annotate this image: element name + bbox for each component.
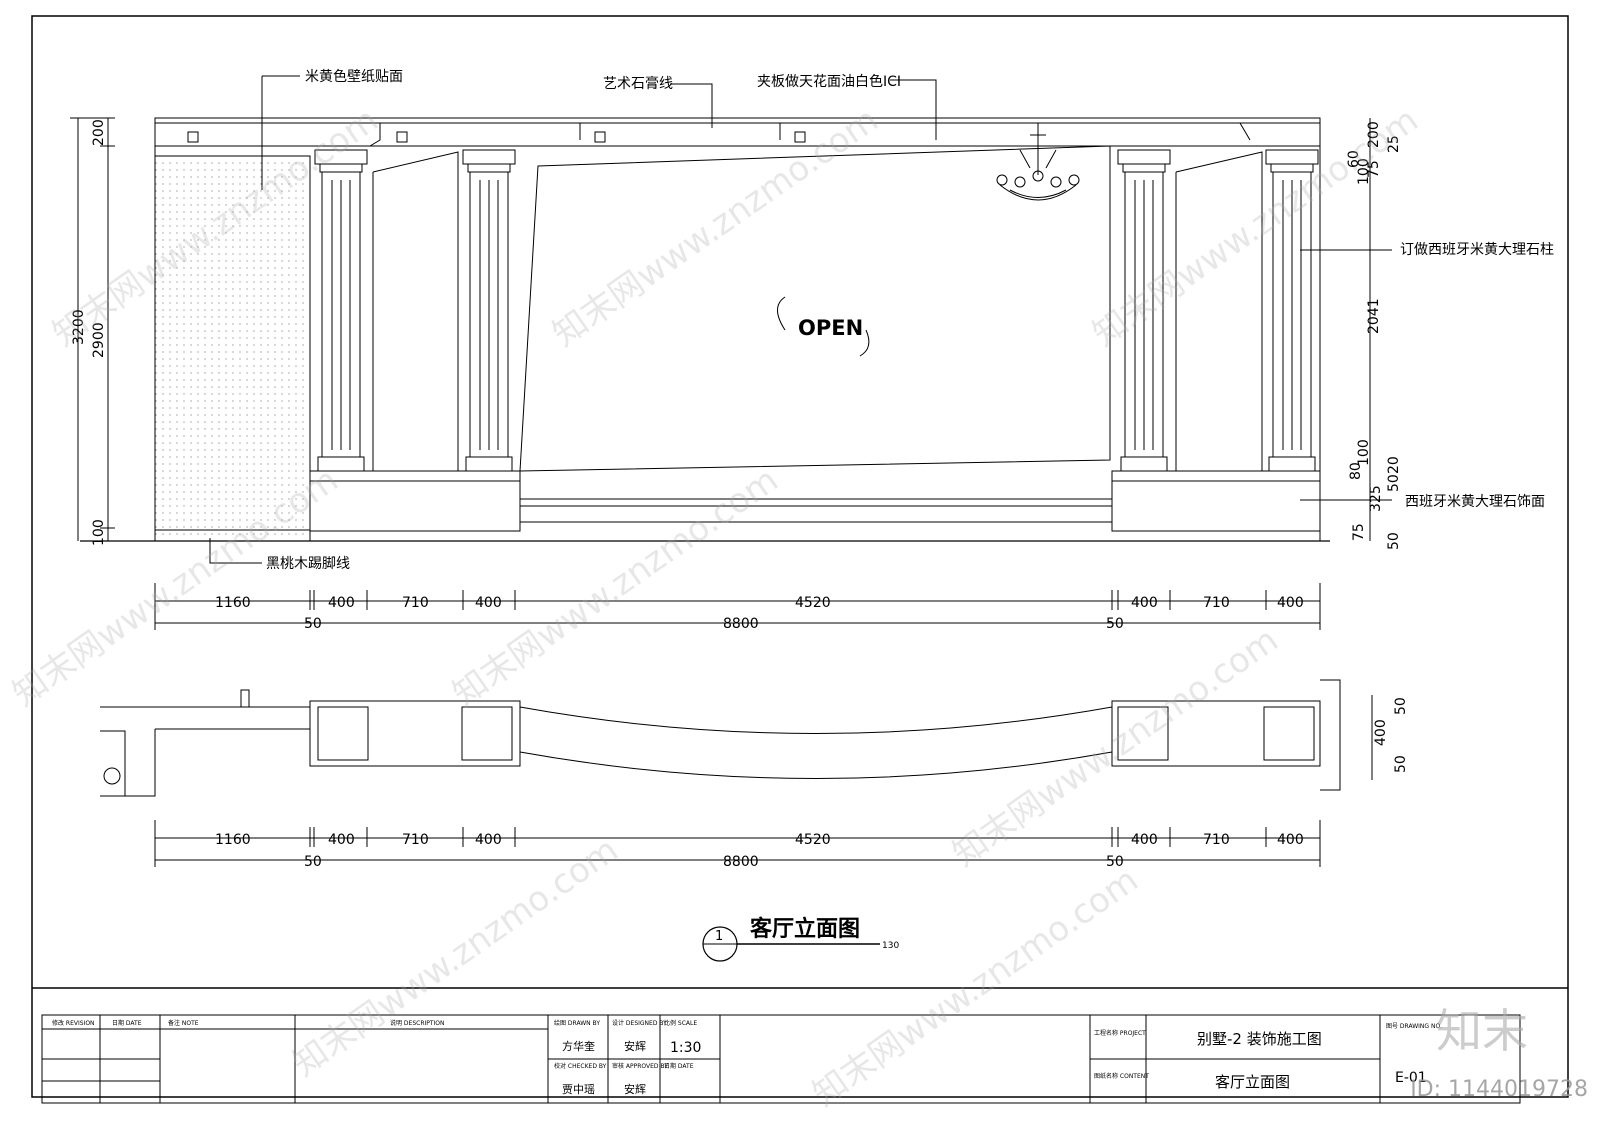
plaster-line-annotation: 艺术石膏线 [603, 75, 673, 92]
dim-seg-4520: 4520 [795, 595, 831, 611]
ceiling-annotation: 夹板做天花面油白色ICI [757, 73, 901, 90]
tb-scale-value: 1:30 [670, 1040, 701, 1056]
dim-r-75: 75 [1366, 160, 1382, 178]
dim-bottom: 100 [91, 519, 107, 546]
dim-r-200: 200 [1366, 121, 1382, 148]
dim-r-75b: 75 [1351, 523, 1367, 541]
drawing-title-text: 客厅立面图 [750, 916, 860, 942]
dim-r-50b: 50 [1386, 532, 1402, 550]
elevation-view [80, 75, 1392, 564]
dim-seg-400c: 400 [1131, 595, 1158, 611]
dim-r-100b: 100 [1356, 439, 1372, 466]
dim-seg-400b: 400 [475, 595, 502, 611]
plan-view [100, 679, 1373, 797]
tb-revision-header: 修改 REVISION [52, 1019, 95, 1027]
tb-design-value: 安辉 [624, 1039, 646, 1053]
dim-height: 2900 [91, 322, 107, 358]
skirting-annotation: 黑桃木踢脚线 [266, 556, 350, 572]
title-block [41, 1014, 1521, 1104]
dim-r-2041: 2041 [1366, 298, 1382, 334]
left-dimensions [70, 117, 115, 541]
dim2-seg-400d: 400 [1277, 832, 1304, 848]
dim-r-100a: 100 [1356, 158, 1372, 185]
dim2-seg-400c: 400 [1131, 832, 1158, 848]
tb-approve-label: 审核 APPROVED BY [612, 1062, 668, 1070]
dim-seg-1160: 1160 [215, 595, 251, 611]
tb-approve-value: 安辉 [624, 1082, 646, 1096]
dim2-seg-1160: 1160 [215, 832, 251, 848]
tb-note-header: 备注 NOTE [168, 1019, 199, 1027]
horizontal-dimension-1 [154, 583, 1321, 630]
sheet-border [31, 15, 1569, 1098]
dim-gap-left: 50 [304, 616, 322, 632]
plan-dim-bottom: 50 [1393, 755, 1409, 773]
dim2-total-8800: 8800 [723, 854, 759, 870]
dim-r-50a: 50 [1386, 474, 1402, 492]
dim-seg-400d: 400 [1277, 595, 1304, 611]
drawing-title: 1 客厅立面图 130 [702, 916, 899, 962]
dim-r-25: 25 [1386, 135, 1402, 153]
tb-content-value: 客厅立面图 [1215, 1073, 1290, 1091]
tb-description-header: 说明 DESCRIPTION [390, 1019, 445, 1027]
watermark-logo: 知末 [1436, 1004, 1528, 1058]
dim-top: 200 [91, 119, 107, 146]
tb-date-label: 日期 DATE [664, 1062, 694, 1070]
wallpaper-annotation: 米黄色壁纸贴面 [305, 68, 403, 85]
plan-dim-mid: 400 [1373, 719, 1389, 746]
dim2-seg-400a: 400 [328, 832, 355, 848]
tb-project-label: 工程名称 PROJECT [1094, 1029, 1146, 1037]
marble-facing-annotation: 西班牙米黄大理石饰面 [1405, 493, 1545, 510]
tb-sheet-value: E-01 [1395, 1070, 1427, 1086]
tb-check-value: 贾中瑶 [562, 1083, 595, 1096]
watermark-id: ID: 1144019728 [1410, 1077, 1588, 1102]
dim-r-60: 60 [1346, 150, 1362, 168]
dim2-seg-710b: 710 [1203, 832, 1230, 848]
dim-seg-400a: 400 [328, 595, 355, 611]
dim-seg-710b: 710 [1203, 595, 1230, 611]
open-label: OPEN [798, 316, 863, 340]
dim-seg-710a: 710 [402, 595, 429, 611]
tb-date-header: 日期 DATE [112, 1019, 142, 1027]
plan-dim-top: 50 [1393, 697, 1409, 715]
dim2-gap-right: 50 [1106, 854, 1124, 870]
drawing-number: 1 [715, 929, 723, 944]
tb-check-label: 校对 CHECKED BY [554, 1062, 607, 1070]
dim-r-80: 80 [1348, 462, 1364, 480]
dim-gap-right: 50 [1106, 616, 1124, 632]
dim2-seg-710a: 710 [402, 832, 429, 848]
dim2-seg-400b: 400 [475, 832, 502, 848]
horizontal-dimension-2 [154, 820, 1321, 867]
dim2-gap-left: 50 [304, 854, 322, 870]
tb-drawn-label: 绘图 DRAWN BY [554, 1019, 600, 1027]
marble-column-annotation: 订做西班牙米黄大理石柱 [1400, 241, 1554, 258]
dim-total-8800: 8800 [723, 616, 759, 632]
tb-design-label: 设计 DESIGNED BY [612, 1019, 667, 1027]
tb-sheet-label: 图号 DRAWING NO. [1386, 1023, 1442, 1030]
tb-drawn-value: 方华奎 [562, 1039, 595, 1053]
chandelier-icon [996, 123, 1080, 201]
tb-project-value: 别墅-2 装饰施工图 [1197, 1030, 1322, 1048]
dim-r-20: 20 [1386, 456, 1402, 474]
dim2-seg-4520: 4520 [795, 832, 831, 848]
dim-total-height: 3200 [71, 309, 87, 345]
tb-scale-label: 比例 SCALE [664, 1019, 697, 1027]
dim-r-325: 325 [1368, 485, 1384, 512]
drawing-scale-note: 130 [882, 941, 899, 951]
tb-content-label: 图纸名称 CONTENT [1094, 1072, 1149, 1080]
